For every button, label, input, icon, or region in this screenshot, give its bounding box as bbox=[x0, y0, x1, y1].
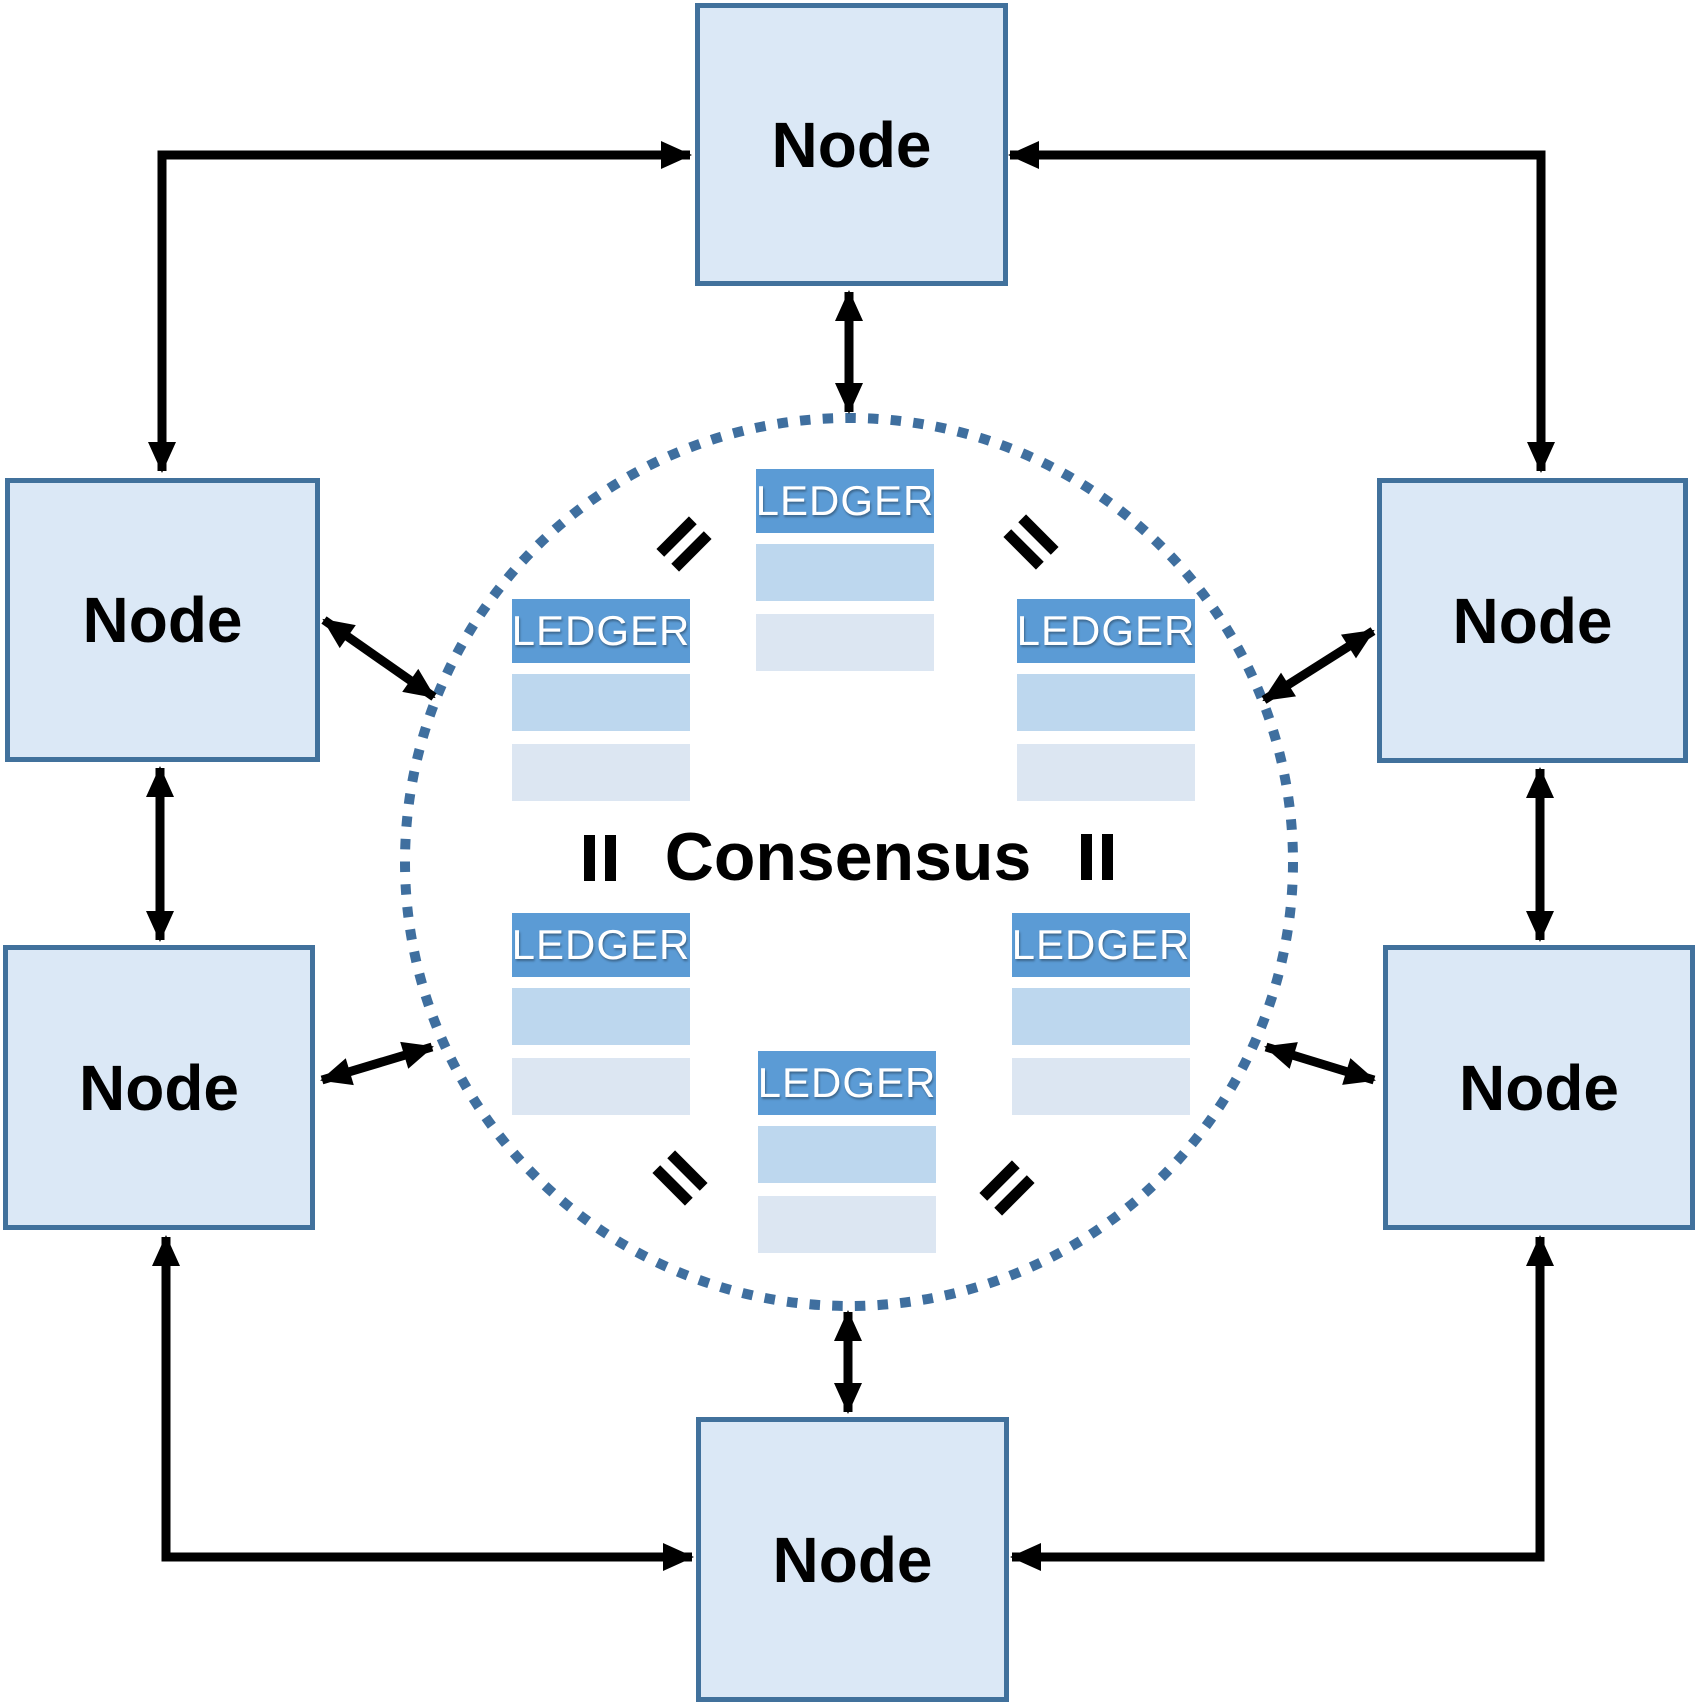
ledger-header: LEDGER bbox=[1012, 913, 1190, 977]
ledger-row bbox=[1012, 988, 1190, 1045]
ledger-row bbox=[756, 614, 934, 671]
equals-icon bbox=[1081, 834, 1113, 880]
node-label: Node bbox=[82, 584, 243, 656]
node-box-left-upper: Node bbox=[5, 478, 320, 762]
ledger-lower-right: LEDGER bbox=[1012, 913, 1190, 1115]
connector-top-node-right-upper-node bbox=[1008, 141, 1555, 473]
node-label: Node bbox=[771, 108, 932, 181]
connector-top-node-left-upper-node bbox=[148, 141, 692, 473]
consensus-label: Consensus bbox=[664, 819, 1032, 895]
ledger-header: LEDGER bbox=[756, 469, 934, 533]
ledger-row bbox=[1017, 744, 1195, 801]
ledger-row bbox=[758, 1196, 936, 1253]
ledger-row bbox=[512, 988, 690, 1045]
arrow-right-upper-node-to-circle bbox=[1261, 627, 1376, 704]
ledger-row bbox=[512, 674, 690, 731]
node-label: Node bbox=[1452, 584, 1613, 657]
ledger-header: LEDGER bbox=[512, 599, 690, 663]
equals-icon bbox=[584, 835, 616, 881]
consensus-dotted-circle bbox=[400, 413, 1298, 1311]
ledger-row bbox=[1012, 1058, 1190, 1115]
node-label: Node bbox=[1459, 1051, 1619, 1124]
arrow-left-lower-node-to-circle bbox=[320, 1041, 434, 1086]
ledger-header: LEDGER bbox=[758, 1051, 936, 1115]
ledger-top-center: LEDGER bbox=[756, 469, 934, 671]
node-box-bottom: Node bbox=[696, 1417, 1009, 1702]
arrow-left-upper-node-to-circle bbox=[321, 616, 437, 701]
ledger-header: LEDGER bbox=[512, 913, 690, 977]
ledger-row bbox=[512, 744, 690, 801]
connector-bottom-node-right-lower-node bbox=[1010, 1235, 1554, 1571]
node-box-right-lower: Node bbox=[1383, 945, 1695, 1230]
arrow-right-lower-node-to-circle bbox=[1264, 1042, 1376, 1085]
node-label: Node bbox=[772, 1523, 933, 1596]
ledger-lower-left: LEDGER bbox=[512, 913, 690, 1115]
node-box-left-lower: Node bbox=[3, 945, 315, 1230]
ledger-row bbox=[758, 1126, 936, 1183]
node-label: Node bbox=[79, 1051, 239, 1124]
node-box-right-upper: Node bbox=[1377, 478, 1688, 763]
ledger-header: LEDGER bbox=[1017, 599, 1195, 663]
connector-bottom-node-left-lower-node bbox=[152, 1235, 694, 1571]
ledger-upper-left: LEDGER bbox=[512, 599, 690, 801]
ledger-row bbox=[756, 544, 934, 601]
ledger-bottom-center: LEDGER bbox=[758, 1051, 936, 1253]
ledger-row bbox=[1017, 674, 1195, 731]
ledger-upper-right: LEDGER bbox=[1017, 599, 1195, 801]
node-box-top: Node bbox=[695, 3, 1008, 286]
ledger-row bbox=[512, 1058, 690, 1115]
